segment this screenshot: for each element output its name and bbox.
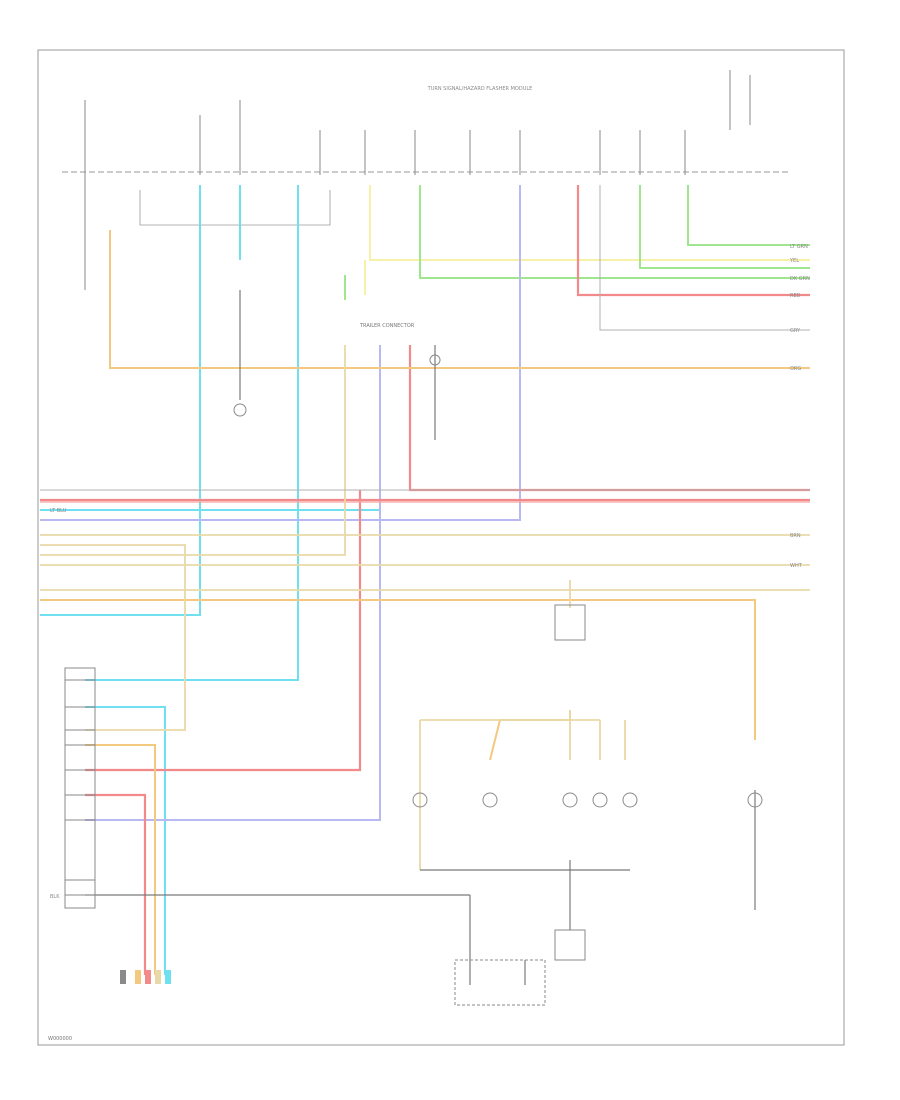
wire-gry: [40, 185, 810, 491]
junction-block: [554, 604, 586, 641]
top-component-stubs: [84, 70, 751, 290]
left-connector-pins: [65, 679, 95, 896]
wire-violet: [40, 185, 521, 821]
tag-yel: YEL: [789, 258, 799, 264]
wire-grn: [344, 185, 810, 300]
module-header-label: TURN SIGNAL/HAZARD FLASHER MODULE: [427, 86, 533, 92]
tag-dk-grn: DK GRN: [790, 276, 810, 282]
wire-yel: [364, 185, 810, 295]
trailer-connector-label: TRAILER CONNECTOR: [359, 323, 415, 329]
wire-lt-blu: [40, 185, 381, 975]
wire-tan: [40, 345, 810, 870]
tag-lt-blu: LT BLU: [50, 508, 67, 514]
lower-junction-block: [554, 929, 586, 961]
tag-gry: GRY: [790, 328, 801, 334]
tag-lt-grn: LT GRN: [790, 244, 808, 250]
lamp-symbols: [233, 354, 763, 808]
tag-blk: BLK: [50, 894, 60, 900]
tag-wht: WHT: [790, 563, 803, 569]
wire-org: [40, 230, 810, 975]
ground-block: [454, 959, 546, 1006]
footer-code: W000000: [48, 1036, 72, 1042]
tag-red: RED: [790, 293, 801, 299]
diagram-border: [37, 49, 845, 1046]
trailer-pins: [120, 970, 171, 984]
tag-org: ORG: [790, 366, 801, 372]
tag-brn: BRN: [790, 533, 801, 539]
left-harness-connector: [64, 667, 96, 909]
wire-blk: [85, 290, 756, 985]
connector-bracket: [139, 190, 331, 226]
